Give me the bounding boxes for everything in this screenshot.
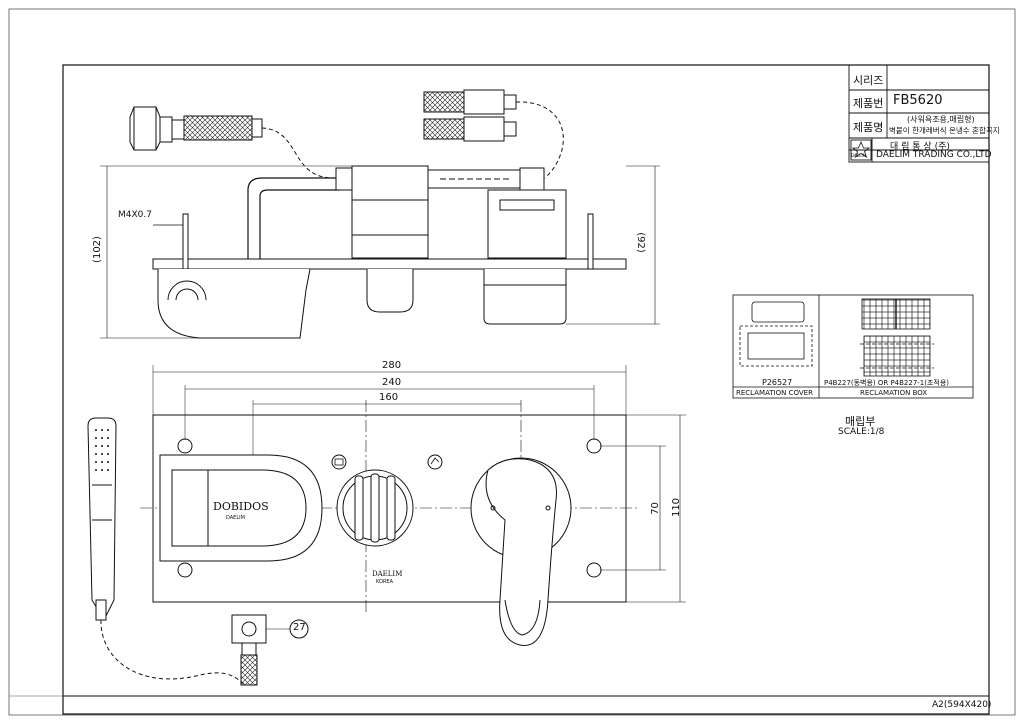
brand-dobidos: DOBIDOS	[213, 500, 269, 513]
product-no-label: 제품번	[853, 97, 884, 110]
hose-connector-bottom	[231, 614, 267, 644]
brand-center: DAELIM	[372, 570, 403, 578]
brand-dobidos-small: DAELIM	[226, 515, 245, 521]
product-no-value: FB5620	[893, 93, 943, 108]
mixing-lever	[485, 458, 557, 646]
side-view	[100, 89, 660, 339]
braided-hose-right-1	[423, 91, 465, 113]
company-korean: 대 림 통 상 (주)	[890, 142, 950, 152]
title-block	[848, 64, 990, 163]
cover-name: RECLAMATION COVER	[736, 389, 813, 397]
dim-height-holes: 70	[649, 502, 661, 515]
brand-center-small: KOREA	[376, 579, 393, 585]
dim-height-outer: 110	[671, 497, 683, 518]
box-code: P4B227(동벽용) OR P4B227-1(조적용)	[824, 379, 950, 387]
dim-center: 160	[379, 392, 399, 403]
reclamation-box	[732, 294, 974, 399]
section-title: 매립부	[845, 415, 876, 428]
thread-label: M4X0.7	[118, 210, 152, 220]
product-name-line1: (사워욕조용,매립형)	[907, 115, 975, 124]
mount-hole-bl	[177, 562, 193, 578]
dim-holes: 240	[382, 377, 402, 388]
spray-holes	[95, 429, 109, 471]
cover-code: P26527	[762, 378, 793, 387]
company-english: DAELIM TRADING CO.,LTD	[876, 150, 992, 160]
scale-label: SCALE:1/8	[838, 427, 885, 437]
braided-hose-top	[183, 115, 253, 141]
callout-number: 27	[293, 622, 306, 633]
wall-plate-side	[152, 258, 627, 270]
callout-bubble	[289, 619, 309, 639]
valve-body-side	[351, 165, 429, 259]
shower-icon	[427, 454, 443, 470]
hand-shower	[87, 417, 117, 622]
inner-frame	[62, 64, 990, 715]
series-label: 시리즈	[853, 74, 884, 87]
product-name-label: 제품명	[853, 121, 884, 134]
reclamation-cover-top	[751, 301, 805, 323]
front-view	[87, 365, 686, 686]
reclamation-box-front	[863, 335, 931, 377]
height-right-dim: (92)	[634, 232, 646, 253]
dim-overall: 280	[382, 360, 402, 371]
logo-text: DAELIM	[851, 153, 867, 158]
product-name-line2: 벽붙이 한개레버식 온냉수 혼합꼭지	[889, 126, 1000, 135]
box-name: RECLAMATION BOX	[860, 389, 928, 397]
outer-border	[8, 8, 1016, 716]
braided-hose-right-2	[423, 118, 465, 140]
paper-size: A2(594X420)	[932, 700, 992, 710]
height-left-dim: (102)	[91, 236, 103, 263]
bath-icon	[331, 454, 347, 470]
star-logo-icon	[851, 140, 871, 158]
shower-holder-side	[157, 268, 311, 339]
reclamation-cover-front	[739, 325, 813, 367]
shower-holder-front	[159, 454, 323, 562]
